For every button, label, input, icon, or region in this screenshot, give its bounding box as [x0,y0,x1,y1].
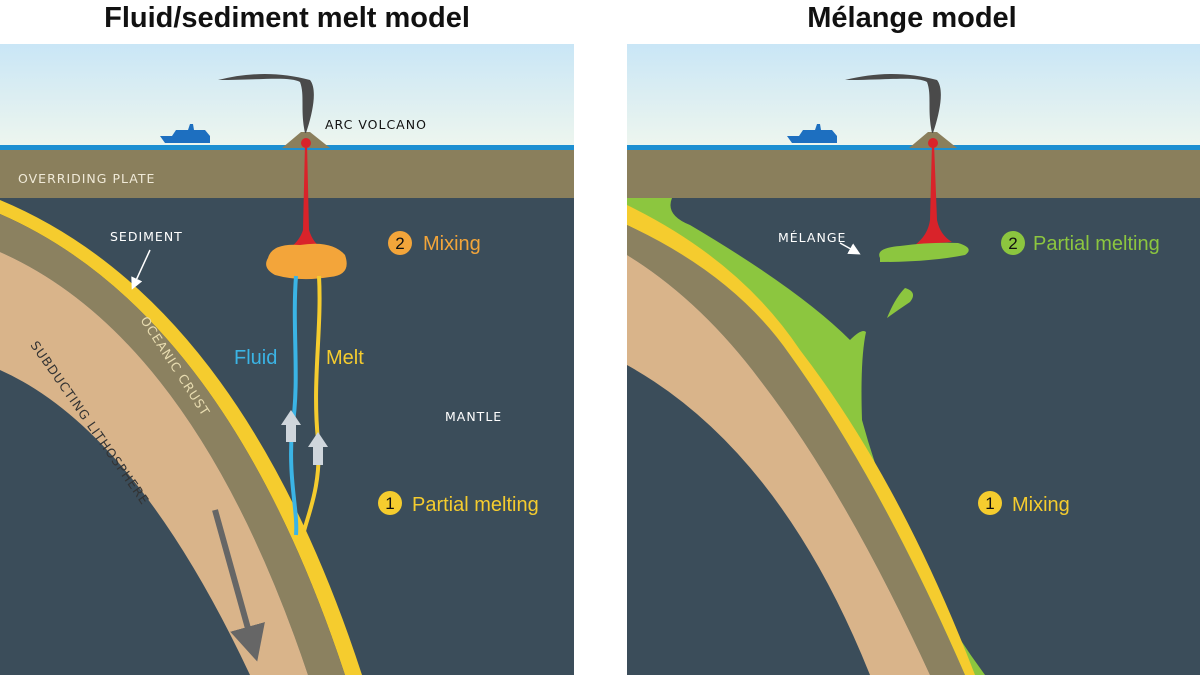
sediment-label: SEDIMENT [110,229,183,244]
step-badge [388,231,412,255]
subducting-lithosphere [627,255,930,675]
fluid-label: Fluid [234,347,277,369]
ship-icon [160,124,210,143]
sky [627,44,1200,148]
sky [0,44,574,148]
overriding-plate-label: OVERRIDING PLATE [18,171,155,186]
step-1-marker: 1 Partial melting [378,491,539,516]
magma-conduit [290,143,322,248]
step-label: Mixing [1012,494,1070,516]
left-panel [0,44,574,675]
mantle-label: MANTLE [445,409,502,424]
oceanic-crust [627,225,965,675]
magma-conduit [915,143,952,245]
ship-icon [787,124,837,143]
smoke-plume [218,74,314,133]
step-2-marker: 2 Mixing [388,231,481,255]
sediment-pointer-arrow [131,249,151,290]
arc-volcano-label: ARC VOLCANO [325,117,427,132]
melt-label: Melt [326,347,364,369]
subduction-direction-arrow [212,509,265,662]
step-badge [1001,231,1025,255]
step-number: 1 [385,494,394,513]
up-arrow-icon [308,432,328,465]
step-number: 1 [985,494,994,513]
right-panel-title: Mélange model [807,2,1017,34]
melange-label: MÉLANGE [778,230,846,245]
left-panel-title: Fluid/sediment melt model [104,2,470,34]
right-panel [627,44,1200,675]
step-badge [978,491,1002,515]
step-number: 2 [395,234,404,253]
step-label: Mixing [423,233,481,255]
smoke-plume [845,74,941,133]
up-arrow-icon [281,410,301,442]
oceanic-crust [0,214,345,675]
step-2-marker: 2 Partial melting [1001,231,1160,255]
overriding-plate [627,146,1200,198]
step-number: 2 [1008,234,1017,253]
rising-melange-droplet [887,288,914,318]
mixing-chamber [266,243,347,280]
step-label: Partial melting [412,494,539,516]
overriding-plate [0,146,574,198]
melange-pointer-arrow [839,242,861,255]
step-1-marker: 1 Mixing [978,491,1070,516]
melange-diapir [879,242,969,262]
step-label: Partial melting [1033,233,1160,255]
step-badge [378,491,402,515]
